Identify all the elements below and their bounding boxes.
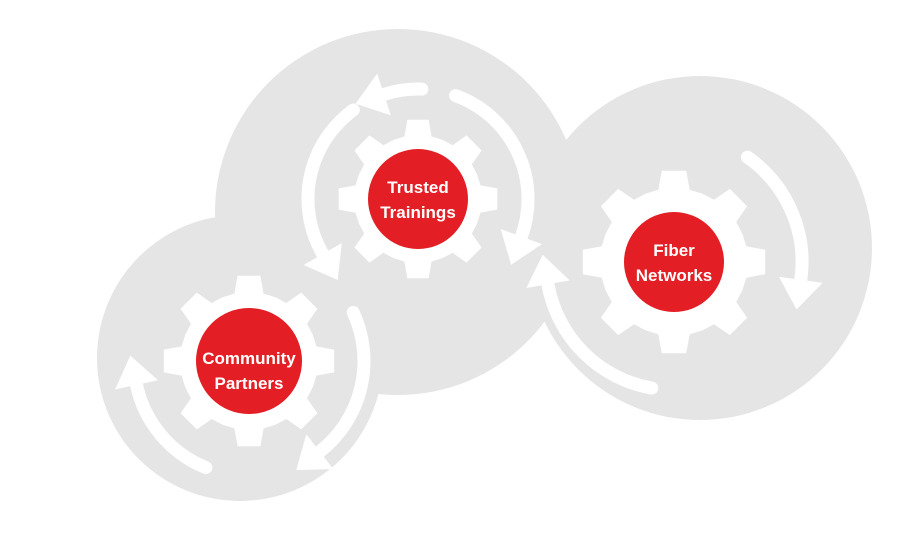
gear-fiber-networks: Fiber Networks bbox=[582, 170, 766, 354]
cycle-arrow-fiber-bottom-head bbox=[526, 254, 570, 288]
cycle-arrow-community-right bbox=[313, 305, 371, 459]
cycle-arrow-trusted-top bbox=[377, 82, 429, 101]
cycle-arrow-community-right-head bbox=[296, 434, 334, 471]
gear-community-partners: Community Partners bbox=[163, 275, 335, 447]
node-label-line-2: Networks bbox=[636, 266, 713, 285]
node-label-line-1: Fiber bbox=[653, 241, 695, 260]
gear-trusted-trainings: Trusted Trainings bbox=[338, 119, 498, 279]
node-label-line-2: Partners bbox=[215, 374, 284, 393]
cycle-arrow-trusted-left bbox=[301, 103, 360, 261]
cycle-arrow-trusted-right bbox=[449, 89, 535, 244]
cycle-arrow-fiber-right-head bbox=[779, 276, 823, 310]
cycle-arrows bbox=[115, 73, 823, 475]
cycle-arrow-fiber-right bbox=[740, 150, 809, 287]
cycle-arrow-trusted-top-head bbox=[355, 73, 391, 116]
node-label-line-2: Trainings bbox=[380, 203, 456, 222]
cycle-arrow-trusted-left-head bbox=[303, 243, 342, 280]
node-label-line-1: Trusted bbox=[387, 178, 448, 197]
cycle-arrow-fiber-bottom bbox=[541, 277, 659, 395]
gear-hub bbox=[368, 149, 468, 249]
cycle-arrow-community-left-head bbox=[115, 355, 158, 390]
gear-hub bbox=[624, 212, 724, 312]
cycle-arrow-community-left bbox=[130, 378, 213, 475]
cycle-arrow-trusted-right-head bbox=[500, 229, 542, 265]
gear-hub bbox=[196, 308, 302, 414]
node-label-line-1: Community bbox=[202, 349, 296, 368]
